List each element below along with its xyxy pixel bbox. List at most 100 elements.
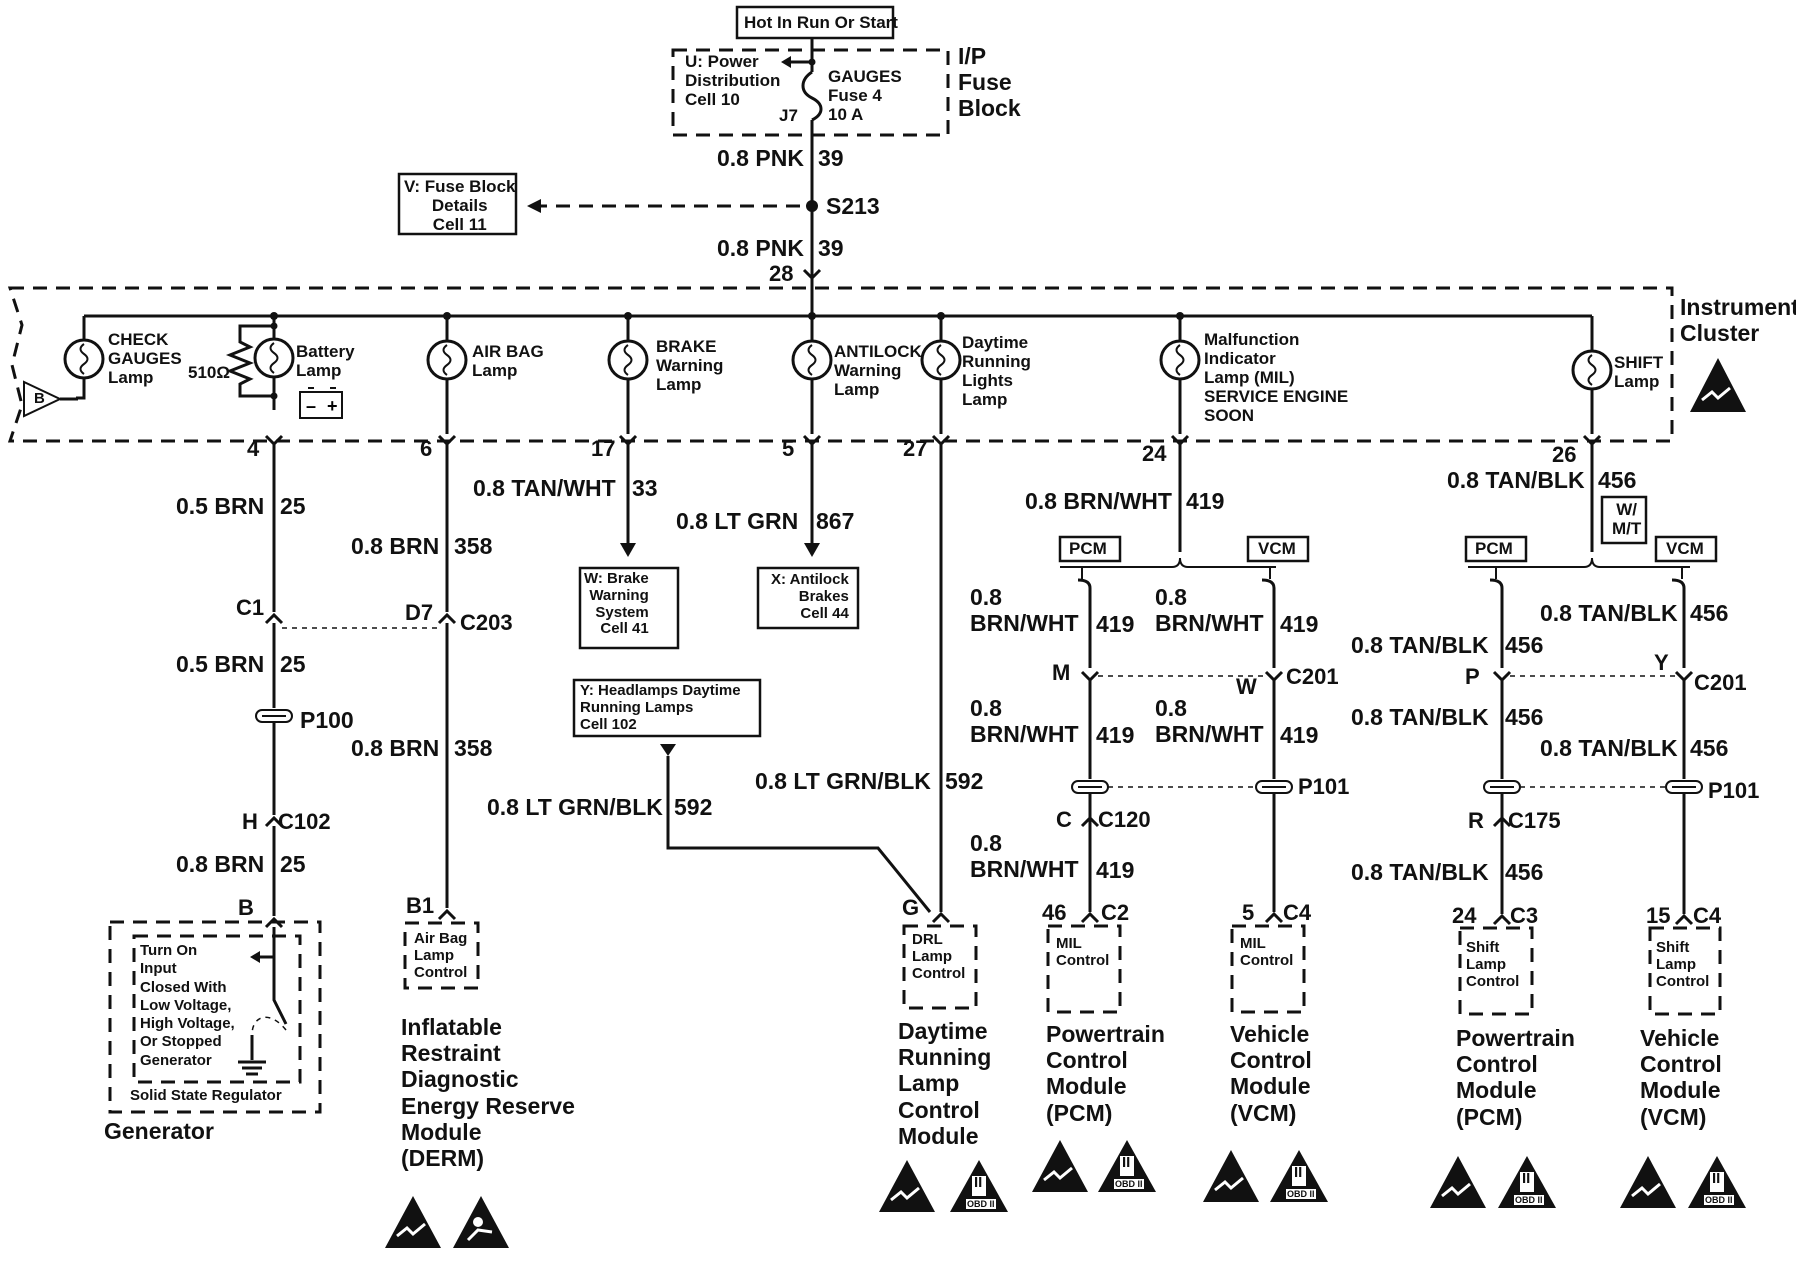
feed-wire-label: 0.8 PNK — [717, 145, 804, 171]
check-gauges-return — [76, 378, 86, 400]
cluster-name: Instrument Cluster — [1680, 294, 1796, 346]
obd-numeral: II — [1294, 1164, 1303, 1181]
drl-pin-g: G — [902, 895, 920, 920]
gen-wire-2: 0.5 BRN — [176, 651, 265, 677]
arrow-down-icon — [804, 543, 820, 557]
passthrough-p100: P100 — [300, 707, 354, 733]
conn-c175: C175 — [1508, 808, 1561, 833]
drl-circuit-right: 592 — [945, 768, 984, 794]
wmt-tag-text: W/ M/T — [1612, 500, 1642, 539]
conn-c1-pin: C1 — [236, 595, 265, 620]
pcm-shift-module-name: Powertrain Control Module (PCM) — [1456, 1025, 1575, 1130]
derm-name: Inflatable Restraint Diagnostic Energy R… — [401, 1014, 575, 1172]
splice-label: S213 — [826, 193, 880, 219]
obd-label: OBD II — [1514, 1195, 1544, 1206]
obd-numeral: II — [1522, 1170, 1531, 1187]
connector-c102-icon — [264, 815, 284, 828]
gen-pin-b: B — [238, 895, 254, 920]
mil-circuit: 419 — [1186, 488, 1225, 514]
resistor-icon — [225, 324, 274, 398]
feed-wire-label-2: 0.8 PNK — [717, 235, 804, 261]
mil-split-drops — [1081, 567, 1271, 579]
shift-pcm-module-pin: 24 — [1452, 903, 1477, 928]
mil-pcm-tag — [1058, 535, 1122, 563]
esd-warning-icon — [1203, 1150, 1259, 1202]
brake-wire: 0.8 TAN/WHT — [473, 475, 616, 501]
wmt-tag — [1600, 495, 1648, 545]
regulator-outline — [132, 934, 302, 1084]
lamp-bulb-icon — [920, 339, 962, 381]
wire-592-left — [666, 756, 932, 913]
obd-label: OBD II — [1286, 1189, 1316, 1200]
drl-ref-box — [572, 678, 762, 738]
airbag-circuit-1: 358 — [454, 533, 493, 559]
antilock-ref-box — [756, 566, 860, 630]
mil-vcm-wire — [1261, 578, 1276, 668]
arrow-left-icon — [527, 199, 541, 213]
shift-split-drops — [1495, 567, 1683, 579]
ground-icon — [238, 1035, 266, 1076]
shift-vcm-passthrough: P101 — [1708, 778, 1760, 803]
shift-pcm-wire-1: 0.8 TAN/BLK — [1351, 632, 1489, 658]
shift-vcm-conn: C201 — [1694, 670, 1747, 695]
shift-pcm-wire-3: 0.8 TAN/BLK — [1351, 859, 1489, 885]
drl-control-box — [902, 924, 978, 1010]
mil-wire: 0.8 BRN/WHT — [1025, 488, 1172, 514]
hot-in-run-label: Hot In Run Or Start — [744, 13, 898, 32]
shift-pcm-wire — [1489, 578, 1504, 668]
cluster-pin-4: 4 — [247, 436, 260, 461]
fuse-icon — [801, 70, 823, 122]
mil-vcm-tag — [1246, 535, 1310, 563]
mil-pcm-vcm-split — [1060, 557, 1276, 568]
arrow-left-icon — [250, 951, 260, 963]
shift-vcm-tag — [1654, 535, 1718, 563]
lamp-label-mil: Malfunction Indicator Lamp (MIL) SERVICE… — [1204, 330, 1349, 426]
conn-c203: C203 — [460, 610, 513, 635]
regulator-switch — [272, 927, 288, 1025]
arrow-left-icon — [781, 56, 791, 68]
mil-vcm-conn-pin: W — [1236, 674, 1257, 699]
mil-vcm-control-label: MIL Control — [1240, 935, 1294, 969]
shift-pcm-module-conn: C3 — [1510, 903, 1539, 928]
antilock-circuit: 867 — [816, 508, 855, 534]
mil-pcm-conn-pin: M — [1052, 660, 1071, 685]
cluster-pin-24: 24 — [1142, 441, 1167, 466]
mil-vcm-module-pin: 5 — [1242, 900, 1255, 925]
drl-control-label: DRL Lamp Control — [912, 931, 966, 982]
mil-pcm-module-conn: C2 — [1101, 900, 1130, 925]
obd-numeral: II — [974, 1174, 983, 1191]
mil-pcm-module-pin: 46 — [1042, 900, 1067, 925]
lamp-bulb-icon — [607, 339, 649, 381]
shift-circuit: 456 — [1598, 467, 1637, 493]
antilock-ref: X: Antilock Brakes Cell 44 — [771, 571, 849, 622]
shift-vcm-circuit-1: 456 — [1690, 600, 1729, 626]
cluster-outline — [7, 286, 1674, 443]
vcm-shift-control-box — [1648, 926, 1722, 1016]
arrow-down-icon — [660, 744, 676, 756]
regulator-name: Solid State Regulator — [130, 1087, 282, 1104]
lamp-label-battery: Battery Lamp — [296, 342, 355, 381]
gen-circuit-2: 25 — [280, 651, 306, 677]
lamp-bulb-icon — [253, 337, 295, 379]
resistor-junction — [270, 322, 278, 330]
airbag-warning-icon — [453, 1196, 509, 1248]
fuse-block-name: I/P Fuse Block — [958, 43, 1021, 121]
shift-vcm-control-label: Shift Lamp Control — [1656, 939, 1710, 990]
cluster-pin-26: 26 — [1552, 442, 1577, 467]
generator-name: Generator — [104, 1118, 214, 1144]
derm-control-box — [403, 921, 480, 990]
pcm-mil-module-name: Powertrain Control Module (PCM) — [1046, 1021, 1165, 1126]
regulator-text: Turn On Input Closed With Low Voltage, H… — [140, 942, 235, 1069]
mil-pcm-tag-text: PCM — [1069, 539, 1107, 558]
lamp-label-check-gauges: CHECK GAUGES Lamp — [108, 330, 182, 388]
antilock-wire: 0.8 LT GRN — [676, 508, 799, 534]
module-connector-icon — [1492, 913, 1694, 926]
obd-numeral: II — [1122, 1154, 1131, 1171]
generator-input-symbol — [23, 380, 63, 418]
shift-pcm-tag-text: PCM — [1475, 539, 1513, 558]
cluster-pin-27: 27 — [903, 436, 928, 461]
shift-vcm-conn-pin: Y — [1654, 650, 1669, 675]
esd-warning-icon — [385, 1196, 441, 1248]
obd-badge: II OBD II — [1268, 1148, 1330, 1204]
